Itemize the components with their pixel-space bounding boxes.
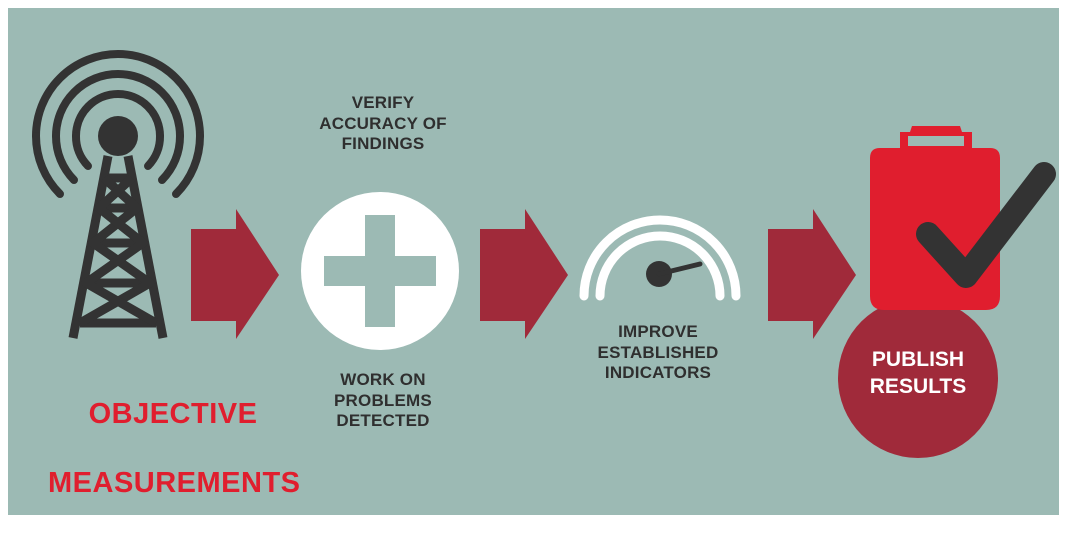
work-on-problems-label: WORK ON PROBLEMS DETECTED [334,370,432,431]
plus-icon [301,192,459,350]
arrow-2 [480,209,568,339]
improve-indicators-label: IMPROVE ESTABLISHED INDICATORS [597,322,719,383]
arrow-1 [191,209,279,339]
gauge-icon [579,215,741,301]
radio-tower-icon [31,50,205,339]
verify-accuracy-label: VERIFY ACCURACY OF FINDINGS [319,93,447,154]
arrow-3 [768,209,856,339]
objective-measurements-label: OBJECTIVE MEASUREMENTS [48,398,301,499]
clipboard-check-icon [838,126,1056,458]
publish-results-label: PUBLISH RESULTS [869,348,967,399]
infographic-panel: OBJECTIVE MEASUREMENTS VERIFY ACCURACY O… [8,8,1059,515]
